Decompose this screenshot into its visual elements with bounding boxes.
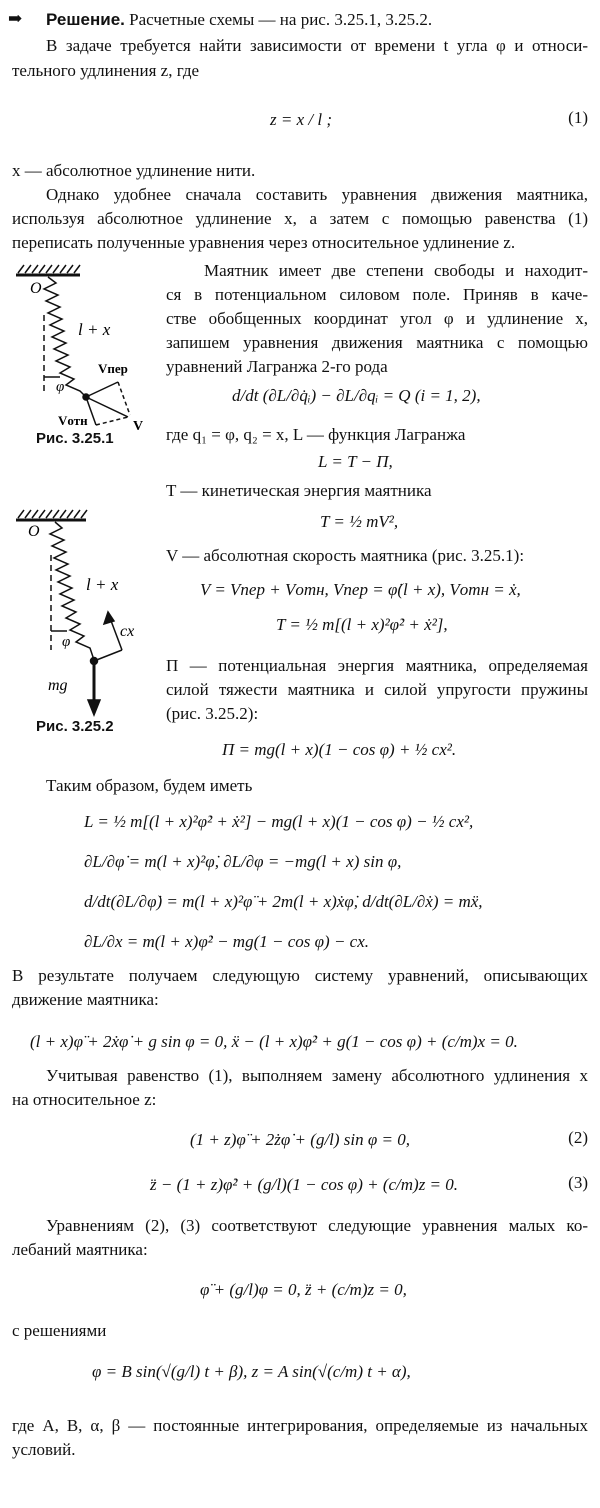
paragraph-line: движение маятника: <box>12 990 159 1009</box>
paragraph-line: ся в потенциальном силовом поле. Приняв … <box>166 285 588 304</box>
figure-pendulum-velocities: O l + x φ Vпер Vотн V <box>16 264 143 434</box>
figure-caption: Рис. 3.25.2 <box>36 718 114 735</box>
equation-lagrange: d/dt (∂L/∂q̇ᵢ) − ∂L/∂qᵢ = Q (i = 1, 2), <box>232 386 481 405</box>
paragraph-line: В задаче требуется найти зависимости от … <box>46 36 588 55</box>
fig2-label-mg: mg <box>48 677 68 694</box>
paragraph-line: запишем уравнения движения маятника с по… <box>166 333 588 352</box>
paragraph-line: Уравнениям (2), (3) соответствуют следую… <box>46 1216 588 1235</box>
paragraph-line: Учитывая равенство (1), выполняем замену… <box>46 1066 588 1085</box>
paragraph-line: переписать полученные уравнения через от… <box>12 233 516 252</box>
equation-potential: Π = mg(l + x)(1 − cos φ) + ½ cx². <box>222 740 457 759</box>
equation-kinetic-expanded: T = ½ m[(l + x)²φ̇² + ẋ²], <box>276 615 448 634</box>
paragraph-line: где q₁ = φ, q₂ = x, L — функция Лагранжа <box>166 425 466 444</box>
paragraph-line: V — абсолютная скорость маятника (рис. 3… <box>166 546 525 565</box>
fig1-label-o: O <box>30 280 42 297</box>
equation-partials-phi: ∂L/∂φ̇ = m(l + x)²φ̇, ∂L/∂φ = −mg(l + x)… <box>84 852 402 871</box>
paragraph-line: на относительное z: <box>12 1090 157 1109</box>
fig2-label-length: l + x <box>86 575 119 594</box>
equation-small-oscillations: φ̈ + (g/l)φ = 0, z̈ + (c/m)z = 0, <box>200 1280 407 1299</box>
paragraph-line: стве обобщенных координат угол φ и удлин… <box>166 309 588 328</box>
heading-text: Расчетные схемы — на рис. 3.25.1, 3.25.2… <box>129 10 433 29</box>
paragraph-line: силой тяжести маятника и силой упругости… <box>166 680 588 699</box>
fig1-label-length: l + x <box>78 320 111 339</box>
paragraph-line: T — кинетическая энергия маятника <box>166 481 432 500</box>
equation-velocity: V = Vпер + Vотн, Vпер = φ̇(l + x), Vотн … <box>200 580 521 599</box>
fig2-label-phi: φ <box>62 634 70 650</box>
paragraph-line: (рис. 3.25.2): <box>166 704 259 723</box>
equation-kinetic: T = ½ mV², <box>320 512 399 531</box>
figure-caption: Рис. 3.25.1 <box>36 430 114 447</box>
equation-solutions: φ = B sin(√(g/l) t + β), z = A sin(√(c/m… <box>92 1362 411 1381</box>
equation-number: (1) <box>568 108 588 127</box>
paragraph-line: В результате получаем следующую систему … <box>12 966 588 985</box>
paragraph-line: x — абсолютное удлинение нити. <box>12 161 256 180</box>
fig2-label-cx: cx <box>120 623 134 640</box>
equation-3: z̈ − (1 + z)φ̇² + (g/l)(1 − cos φ) + (c/… <box>150 1175 459 1194</box>
paragraph-line: Маятник имеет две степени свободы и нахо… <box>204 261 588 280</box>
fig1-label-vper: Vпер <box>98 361 128 376</box>
equation-1: z = x / l ; <box>270 110 332 129</box>
paragraph-line: Однако удобнее сначала составить уравнен… <box>46 185 588 204</box>
fig2-label-o: O <box>28 523 40 540</box>
solution-heading: Решение. Расчетные схемы — на рис. 3.25.… <box>46 9 432 31</box>
paragraph-line: условий. <box>12 1440 76 1459</box>
equation-number: (3) <box>568 1173 588 1192</box>
figure-pendulum-forces: O l + x φ cx mg <box>16 509 134 718</box>
paragraph-line: тельного удлинения z, где <box>12 61 200 80</box>
heading-label: Решение. <box>46 10 125 29</box>
equation-number: (2) <box>568 1128 588 1147</box>
paragraph-line: с решениями <box>12 1321 107 1340</box>
paragraph-line: лебаний маятника: <box>12 1240 148 1259</box>
paragraph-line: где A, B, α, β — постоянные интегрирован… <box>12 1416 588 1435</box>
paragraph-line: используя абсолютное удлинение x, а зате… <box>12 209 588 228</box>
equation-partial-x: ∂L/∂x = m(l + x)φ̇² − mg(1 − cos φ) − cx… <box>84 932 370 951</box>
equation-lagrangian: L = T − Π, <box>318 452 393 471</box>
fig1-label-v: V <box>133 419 143 434</box>
fig1-label-phi: φ <box>56 379 64 395</box>
fig1-label-votn: Vотн <box>58 413 88 428</box>
right-arrow-icon: ➡ <box>8 9 23 28</box>
equation-2: (1 + z)φ̈ + 2żφ̇ + (g/l) sin φ = 0, <box>190 1130 411 1149</box>
equation-lagrangian-full: L = ½ m[(l + x)²φ̇² + ẋ²] − mg(l + x)(1 … <box>84 812 474 831</box>
equation-system: (l + x)φ̈ + 2ẋφ̇ + g sin φ = 0, ẍ − (l +… <box>30 1032 518 1051</box>
paragraph-line: уравнений Лагранжа 2-го рода <box>166 357 388 376</box>
paragraph-line: Π — потенциальная энергия маятника, опре… <box>166 656 588 675</box>
equation-time-derivatives: d/dt(∂L/∂φ̇) = m(l + x)²φ̈ + 2m(l + x)ẋφ… <box>84 892 483 911</box>
paragraph-line: Таким образом, будем иметь <box>46 776 253 795</box>
